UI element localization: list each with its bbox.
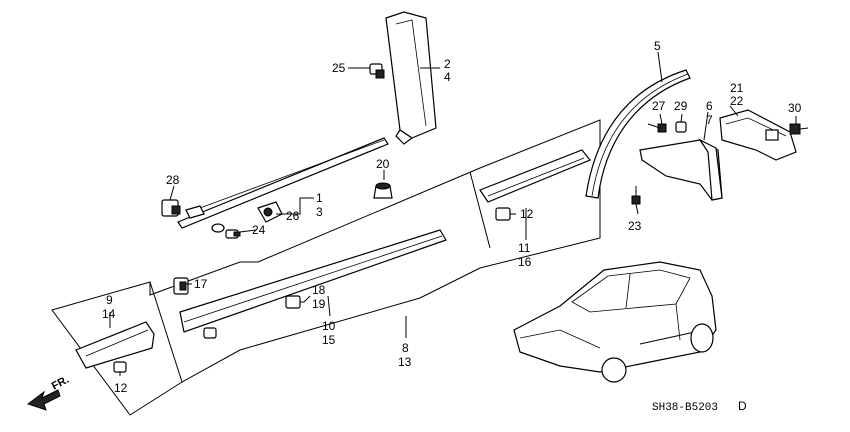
callout-13: 13 [398, 355, 412, 369]
diagram-code: SH38-B5203 [652, 402, 718, 414]
clip-lower [203, 327, 217, 339]
callout-15: 15 [322, 333, 336, 347]
callout-10: 10 [322, 319, 336, 333]
front-direction-arrow [26, 389, 61, 411]
clip-18-19 [285, 295, 301, 309]
callout-12-rear: 12 [520, 207, 534, 221]
callout-14: 14 [102, 307, 116, 321]
clip-17 [173, 277, 189, 295]
pillar-garnish [385, 11, 437, 145]
sash-molding [177, 137, 389, 229]
callout-7: 7 [706, 113, 713, 127]
diagram-revision: D [738, 399, 747, 413]
front-door-molding [179, 229, 447, 333]
callout-21: 21 [730, 81, 744, 95]
clip-28 [161, 199, 181, 217]
callout-17: 17 [194, 277, 208, 291]
callout-9: 9 [106, 293, 113, 307]
car-illustration [513, 261, 717, 383]
bracket-21-22 [719, 109, 797, 161]
wheel-arch-molding [585, 69, 691, 199]
callout-18: 18 [312, 283, 326, 297]
clip-26 [257, 201, 283, 223]
callout-20: 20 [376, 157, 390, 171]
clip-25 [369, 63, 385, 79]
callout-19: 19 [312, 297, 326, 311]
callout-8: 8 [402, 341, 409, 355]
callout-11: 11 [518, 241, 531, 255]
rear-door-molding [479, 149, 591, 203]
mudguard [639, 138, 723, 201]
callout-6: 6 [706, 99, 713, 113]
clip-12-front [113, 361, 127, 373]
callout-12-front: 12 [114, 381, 128, 395]
callout-labels: 1 2 3 4 5 6 7 8 9 10 11 12 12 13 14 15 1… [102, 39, 802, 395]
callout-2: 2 [444, 57, 451, 71]
panel-divider-rear [469, 171, 491, 249]
callout-29: 29 [674, 99, 688, 113]
callout-30: 30 [788, 101, 802, 115]
clip-29 [675, 121, 687, 133]
callout-24: 24 [252, 223, 266, 237]
clip-20 [373, 182, 393, 199]
clip-27 [647, 123, 667, 133]
panel-divider-front [149, 281, 183, 383]
callout-3: 3 [316, 205, 323, 219]
screw-23 [631, 186, 641, 205]
fender-molding [75, 321, 155, 369]
callout-28: 28 [166, 173, 180, 187]
callout-26: 26 [286, 209, 300, 223]
callout-1: 1 [316, 191, 323, 205]
callout-25: 25 [332, 61, 346, 75]
front-direction-label: FR. [50, 374, 71, 393]
callout-4: 4 [444, 70, 451, 84]
callout-27: 27 [652, 99, 666, 113]
clip-12-rear [495, 207, 511, 221]
callout-16: 16 [518, 255, 532, 269]
leader-lines [109, 51, 797, 376]
callout-23: 23 [628, 219, 642, 233]
callout-22: 22 [730, 94, 744, 108]
callout-5: 5 [654, 39, 661, 53]
clip-30 [789, 123, 809, 135]
clip-24 [211, 223, 241, 239]
